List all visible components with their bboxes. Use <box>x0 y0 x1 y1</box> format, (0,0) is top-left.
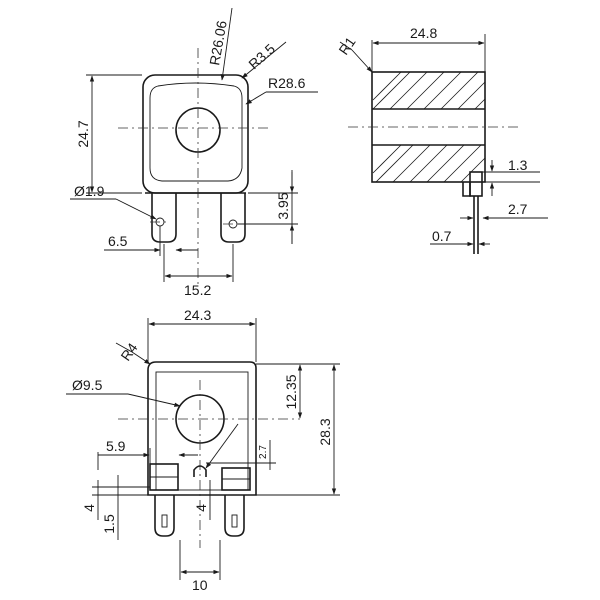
side-leader-r1-shelf <box>339 41 353 51</box>
bottom-center-key <box>193 465 207 477</box>
bottom-dim-width-text: 24.3 <box>184 307 211 323</box>
side-tab-block <box>469 171 483 197</box>
bottom-dim-59-text: 5.9 <box>106 438 126 454</box>
front-leader-r26 <box>220 7 233 81</box>
front-pin-right <box>220 193 246 243</box>
front-dim-hole-text: Ø1.9 <box>74 183 105 199</box>
bottom-leader-27 <box>205 423 239 469</box>
front-dim-height-text: 24.7 <box>75 120 91 147</box>
bottom-dim-283-text: 28.3 <box>317 418 333 445</box>
front-dim-r35-text: R3.5 <box>245 40 278 72</box>
front-leader-r35 <box>241 41 287 79</box>
bottom-body-inner <box>155 371 249 491</box>
bottom-dim-10-text: 10 <box>192 577 208 593</box>
bottom-leader-r4-shelf <box>115 342 133 353</box>
bottom-pin-right <box>224 495 245 537</box>
bottom-dim-center4-text: 4 <box>193 504 209 512</box>
side-dim-13-text: 1.3 <box>508 157 528 173</box>
front-leader-hole <box>115 198 157 220</box>
bottom-view: 24.3 R4 Ø9.5 12.35 28.3 5.9 2.7 4 <box>66 307 340 593</box>
side-hatch-bottom <box>372 144 486 183</box>
front-dim-395-text: 3.95 <box>275 192 291 219</box>
bottom-pin-left <box>154 495 175 537</box>
side-dim-27-text: 2.7 <box>508 201 528 217</box>
side-tab <box>462 182 471 197</box>
bottom-dim-1235-text: 12.35 <box>283 374 299 409</box>
bottom-dim-r4-text: R4 <box>117 340 140 364</box>
bottom-dim-27-text: 2.7 <box>258 445 269 459</box>
side-dim-length-text: 24.8 <box>410 25 437 41</box>
bottom-dim-4-text: 4 <box>81 504 97 512</box>
front-pin-left <box>151 193 177 243</box>
front-dim-r26-text: R26.06 <box>206 19 230 66</box>
front-body-inner <box>149 82 243 182</box>
front-dim-152-text: 15.2 <box>184 282 211 298</box>
side-dim-07-text: 0.7 <box>432 228 452 244</box>
front-dim-r286-text: R28.6 <box>268 75 306 91</box>
bottom-leader-bore <box>127 393 181 407</box>
bottom-pin-left-slot <box>161 514 168 528</box>
side-leader-r1 <box>351 49 373 73</box>
bottom-leader-r4 <box>131 351 151 365</box>
bottom-dim-15-text: 1.5 <box>101 514 117 534</box>
side-view: R1 24.8 1.3 2.7 0.7 <box>335 25 548 254</box>
front-body-outer <box>142 74 249 194</box>
bottom-pin-right-slot <box>231 514 238 528</box>
side-hatch-top <box>372 71 486 110</box>
front-view: 24.7 R26.06 R3.5 R28.6 Ø1.9 3.95 6.5 15.… <box>70 7 318 298</box>
bottom-body-outer <box>147 361 257 496</box>
front-leader-r286 <box>245 91 267 105</box>
bottom-dim-bore-text: Ø9.5 <box>72 377 103 393</box>
front-dim-65-text: 6.5 <box>108 233 128 249</box>
